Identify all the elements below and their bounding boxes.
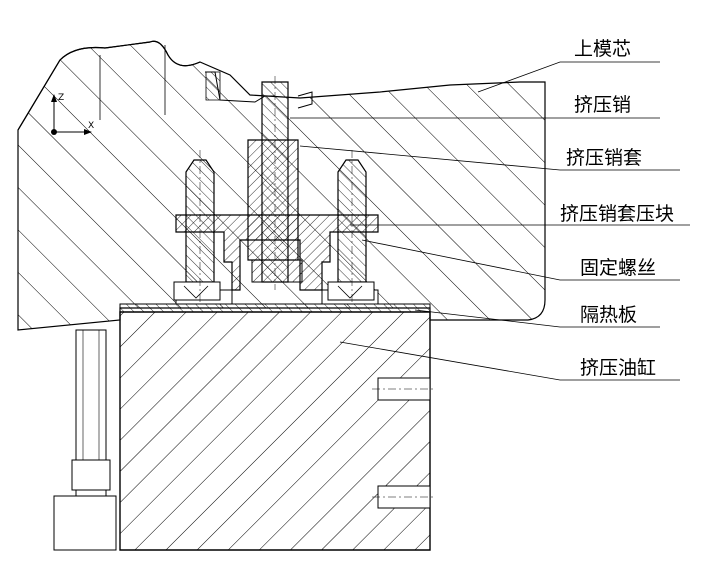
coordinate-axes-icon: Z X	[51, 93, 94, 135]
label-extrusion-cylinder: 挤压油缸	[580, 357, 657, 379]
extrusion-pin-part	[262, 76, 288, 290]
label-heat-insulation-plate: 隔热板	[580, 304, 638, 326]
label-fixing-screw: 固定螺丝	[580, 257, 657, 279]
leader-extrusion-cylinder	[340, 342, 680, 380]
extrusion-cylinder-part	[120, 312, 436, 550]
fixing-screw-left	[174, 150, 220, 305]
leader-extrusion-pin-sleeve	[300, 146, 680, 170]
leader-fixing-screw	[362, 240, 680, 280]
label-extrusion-pin-sleeve: 挤压销套	[566, 147, 643, 169]
leader-upper-mold-core	[478, 62, 660, 92]
label-extrusion-pin: 挤压销	[574, 94, 632, 116]
axis-x-label: X	[88, 121, 94, 131]
leader-heat-insulation-plate	[415, 310, 660, 327]
fixing-screw-right	[328, 150, 374, 305]
leader-lines	[290, 62, 690, 380]
label-pin-sleeve-press-block: 挤压销套压块	[560, 203, 675, 225]
axis-z-label: Z	[58, 93, 64, 103]
label-upper-mold-core: 上模芯	[574, 38, 632, 60]
guide-pillar-part	[54, 330, 116, 550]
